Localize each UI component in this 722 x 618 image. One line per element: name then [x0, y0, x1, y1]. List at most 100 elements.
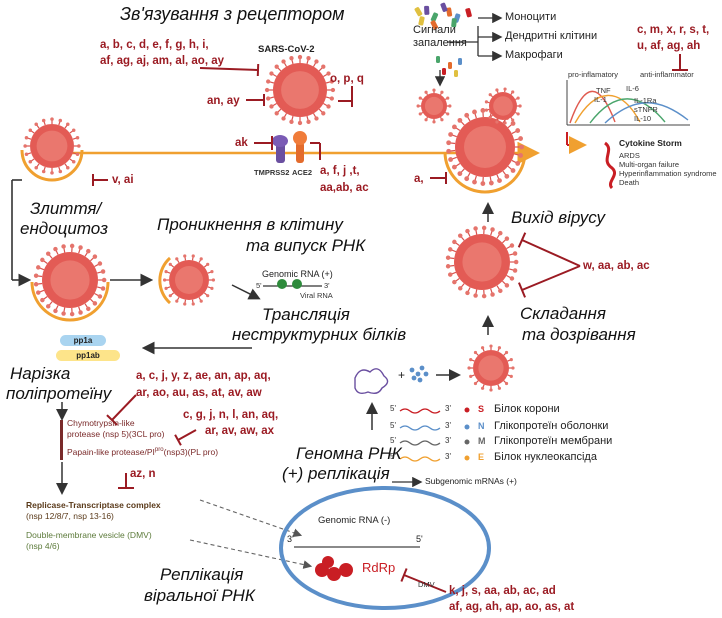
organ-failure-label: Multi-organ failure	[619, 160, 680, 169]
genomic-rna-plus-label: Genomic RNA (+)	[262, 269, 333, 279]
inflammation-signals-icon	[414, 2, 472, 77]
structural-proteins-icon	[409, 365, 429, 383]
tnf-label: TNF	[596, 86, 611, 95]
cell-membrane-arc-entry	[158, 256, 172, 305]
chymotrypsin-label-1: Chymotrypsin-like	[67, 418, 135, 428]
pp1ab-pill: pp1ab	[56, 350, 120, 361]
rna-five-prime-label: 5'	[256, 281, 262, 290]
signals-label-1: Сигнали	[413, 24, 456, 36]
inhibitors-opq: o, p, q	[330, 73, 364, 85]
cytokine-curves-chart	[566, 80, 690, 126]
ards-label: ARDS	[619, 151, 640, 160]
legend-n-letter: N	[478, 421, 485, 431]
chymotrypsin-label-2: protease (nsp 5)(3CL pro)	[67, 429, 165, 439]
il6-label: IL-6	[626, 84, 639, 93]
pp1a-pill: pp1a	[60, 335, 106, 346]
heading-entry-2: та випуск РНК	[246, 236, 366, 255]
replicase-label-2: (nsp 12/8/7, nsp 13-16)	[26, 511, 114, 521]
legend-e-letter: E	[478, 452, 485, 462]
inhibitors-cleavage-2: ar, ao, au, as, at, av, aw	[136, 387, 262, 399]
heading-fusion-2: ендоцитоз	[20, 219, 108, 238]
heading-assembly-1: Складання	[520, 304, 606, 323]
inhibitors-receptor-2: af, ag, aj, am, al, ao, ay	[100, 55, 225, 67]
inhibitors-papain-2: ar, av, aw, ax	[205, 425, 275, 437]
assembled-virus-icon	[467, 344, 515, 392]
heading-entry-1: Проникнення в клітину	[157, 215, 343, 234]
nucleocapsid-icon	[354, 368, 389, 395]
entering-virus-icon	[163, 254, 215, 306]
viral-rna-label: Viral RNA	[300, 291, 333, 300]
signals-label-2: запалення	[413, 37, 467, 49]
inhibitors-exit-a: a,	[414, 173, 424, 185]
inhibitors-immune-2: u, af, ag, ah	[637, 40, 701, 52]
inhibitors-an-ay: an, ay	[207, 95, 240, 107]
plus-sign: +	[398, 368, 406, 382]
cytokine-storm-label: Cytokine Storm	[619, 138, 682, 148]
rdrp-label: RdRp	[362, 560, 396, 575]
macrophages-label: Макрофаги	[505, 49, 563, 61]
il1ra-label: IL-1Ra	[634, 96, 657, 105]
legend-m-three-prime: 3'	[445, 436, 451, 445]
sars-cov-2-virus-icon	[264, 54, 336, 126]
legend-m-five-prime: 5'	[390, 436, 396, 445]
rdrp-complex-icon	[315, 556, 353, 581]
legend-n-three-prime: 3'	[445, 421, 451, 430]
genomic-rna-minus-label: Genomic RNA (-)	[318, 515, 391, 526]
dendritic-cells-label: Дендритні клітини	[505, 30, 598, 42]
inhibitors-receptor-1: a, b, c, d, e, f, g, h, i,	[100, 39, 209, 51]
legend-s-five-prime: 5'	[390, 404, 396, 413]
endocytosed-virus-icon	[33, 243, 107, 317]
legend-s-three-prime: 3'	[445, 404, 451, 413]
flow-arrow-rna	[231, 284, 261, 300]
cell-membrane-arc-attach	[20, 149, 84, 182]
inhibitors-rdrp-1: k, j, s, aa, ab, ac, ad	[449, 585, 556, 597]
dmv-label-1: Double-membrane vesicle (DMV)	[26, 530, 152, 540]
legend-e-five-prime: 5'	[390, 452, 396, 461]
legend-s-letter: S	[478, 404, 485, 414]
hyperinflammation-label: Hyperinflammation syndrome	[619, 169, 717, 178]
legend-spike-protein: Білок корони	[494, 403, 560, 415]
inhibitors-rdrp-2: af, ag, ah, ap, ao, as, at	[449, 601, 575, 613]
anti-inflammatory-label: anti-inflammator	[640, 70, 694, 79]
legend-e-three-prime: 3'	[445, 452, 451, 461]
heading-genome-replication-1: Геномна РНК	[296, 444, 402, 463]
stnfr-label: sTNFR	[634, 105, 658, 114]
heading-cleavage-2: поліпротеїну	[6, 384, 112, 403]
legend-membrane-glycoprotein: Глікопротеїн мембрани	[494, 435, 613, 447]
dmv-five-prime-label: 5'	[416, 534, 423, 544]
attached-virus-icon	[23, 117, 81, 175]
il1-label: IL-1	[594, 95, 607, 104]
legend-envelope-glycoprotein: Глікопротеїн оболонки	[494, 420, 609, 432]
inhibitors-papain-1: c, g, j, n, l, an, aq,	[183, 409, 279, 421]
inhibitors-ak: ak	[235, 137, 248, 149]
heading-assembly-2: та дозрівання	[522, 325, 636, 344]
ace2-receptor-icon	[293, 131, 307, 163]
heading-translation-1: Трансляція	[262, 305, 350, 324]
ace2-label: ACE2	[292, 168, 313, 177]
tmprss2-receptor-icon	[272, 135, 288, 163]
sars-cov-2-label: SARS-CoV-2	[258, 44, 315, 55]
il10-label: IL-10	[634, 114, 652, 123]
heading-viral-replication-1: Реплікація	[160, 565, 244, 584]
inhibitors-v-ai: v, ai	[112, 174, 134, 186]
mature-virus-icon	[445, 225, 519, 299]
inhibitors-cleavage-1: a, c, j, y, z, ae, an, ap, aq,	[136, 370, 271, 382]
monocytes-label: Моноцити	[505, 11, 557, 23]
released-virus-small-2	[484, 87, 522, 125]
heading-fusion-1: Злиття/	[30, 199, 102, 218]
heading-translation-2: неструктурних білків	[232, 325, 407, 344]
heading-virus-exit: Вихід вірусу	[511, 208, 606, 227]
papain-protease-label: Papain-like protease/PIpro(nsp3)(PL pro)	[67, 447, 219, 457]
heading-viral-replication-2: віральної РНК	[144, 586, 255, 605]
inhibitors-ace2-1: a, f, j ,t,	[320, 165, 360, 177]
inhibitors-immune-1: c, m, x, r, s, t,	[637, 24, 710, 36]
rna-three-prime-label: 3'	[324, 281, 330, 290]
dmv-ellipse	[279, 486, 491, 610]
inhibitors-ace2-2: aa,ab, ac	[320, 182, 369, 194]
pro-inflammatory-label: pro-inflamatory	[568, 70, 619, 79]
released-virus-small-1	[416, 88, 452, 124]
dmv-short-label: DMV	[418, 580, 435, 589]
heading-cleavage-1: Нарізка	[10, 364, 71, 383]
ribosome-icon	[277, 279, 302, 289]
cytokine-storm-icon	[603, 141, 617, 190]
